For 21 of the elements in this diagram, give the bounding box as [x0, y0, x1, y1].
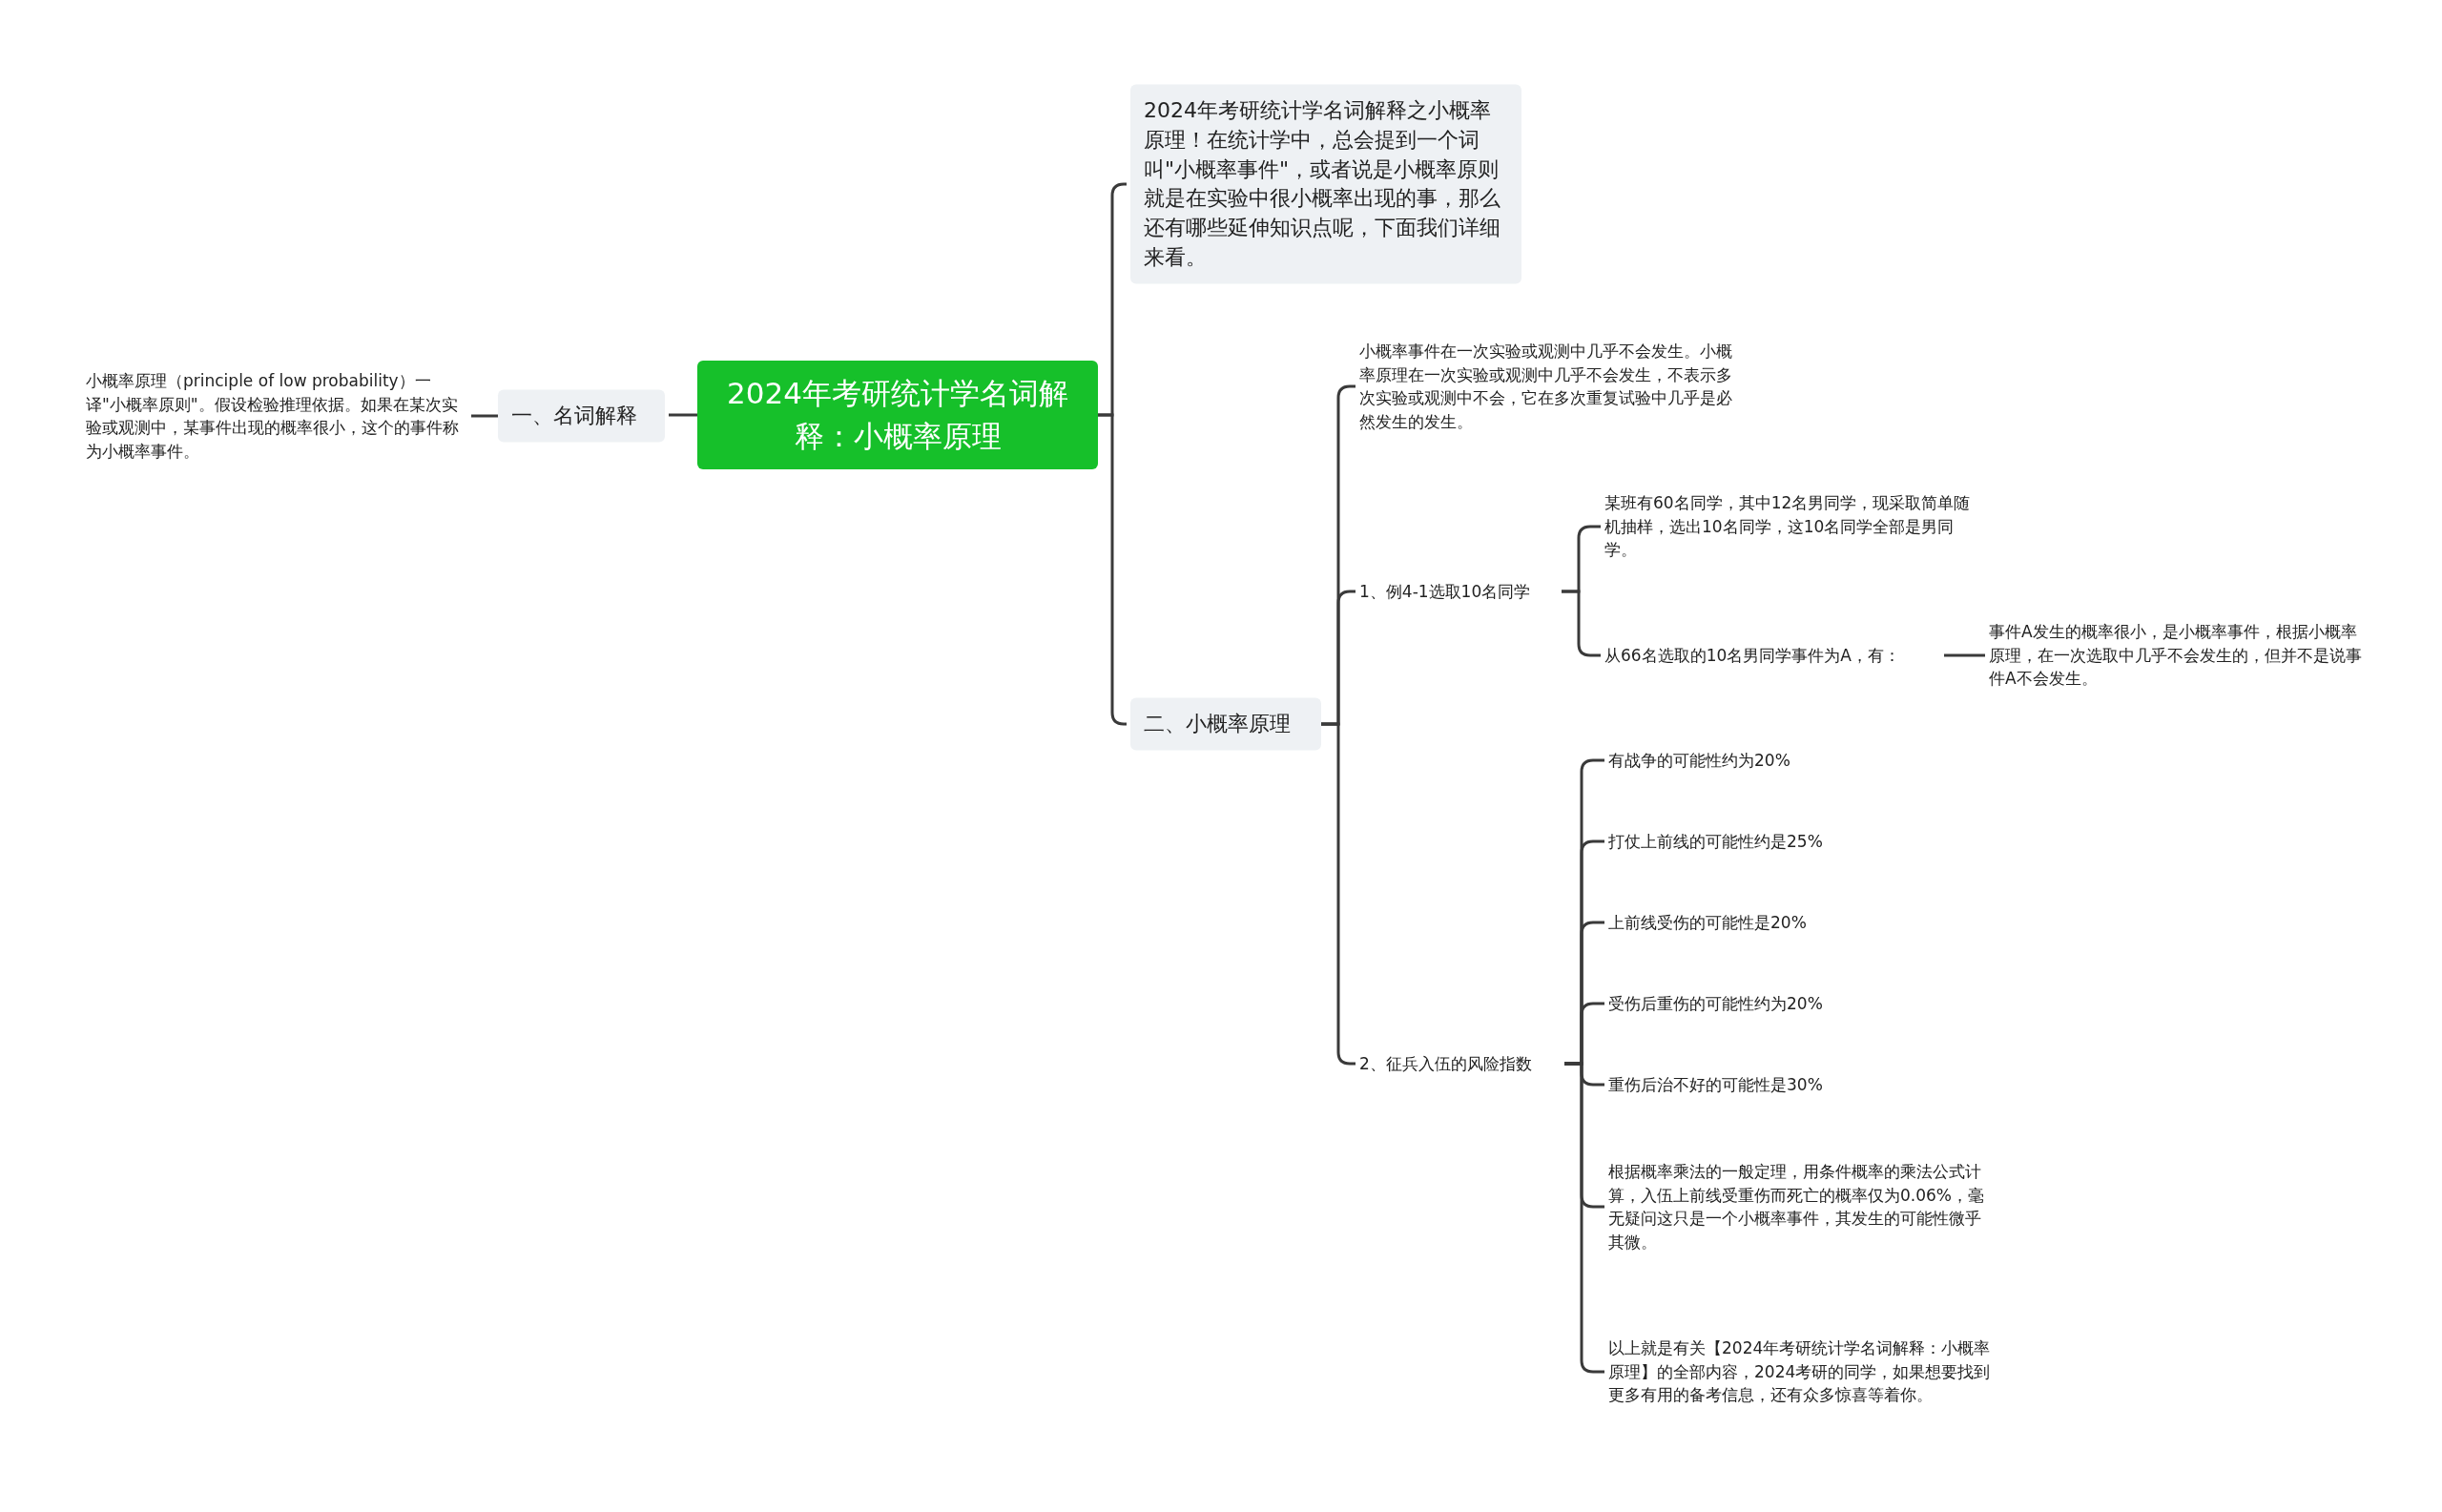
connector-line	[669, 413, 697, 417]
note-text: 重伤后治不好的可能性是30%	[1608, 1072, 1923, 1097]
central-topic: 2024年考研统计学名词解释：小概率原理	[697, 361, 1098, 469]
note-text: 从66名选取的10名男同学事件为A，有：	[1604, 643, 1944, 668]
topic-box: 一、名词解释	[498, 389, 665, 443]
connector-line	[1944, 653, 1985, 657]
note-text: 以上就是有关【2024年考研统计学名词解释：小概率原理】的全部内容，2024考研的同学，如果想要找到更多有用的备考信息，还有众多惊喜等着你。	[1608, 1336, 1995, 1407]
note-text: 打仗上前线的可能性约是25%	[1608, 829, 1923, 854]
note-text: 小概率事件在一次实验或观测中几乎不会发生。小概率原理在一次实验或观测中几乎不会发生，不表示多次实验或观测中不会，它在多次重复试验中几乎是必然发生的发生。	[1359, 339, 1741, 434]
topic-box: 二、小概率原理	[1130, 697, 1321, 751]
note-text: 上前线受伤的可能性是20%	[1608, 910, 1923, 935]
note-text: 2、征兵入伍的风险指数	[1359, 1051, 1564, 1076]
note-text: 根据概率乘法的一般定理，用条件概率的乘法公式计算，入伍上前线受重伤而死亡的概率仅为0.06%，毫无疑问这只是一个小概率事件，其发生的可能性微乎其微。	[1608, 1159, 1995, 1254]
note-text: 有战争的可能性约为20%	[1608, 748, 1923, 773]
note-text: 小概率原理（principle of low probability）一译"小概率原则"。假设检验推理依据。如果在某次实验或观测中，某事件出现的概率很小，这个的事件称为小概率事件。	[86, 368, 467, 464]
note-text: 1、例4-1选取10名同学	[1359, 579, 1562, 604]
note-text: 事件A发生的概率很小，是小概率事件，根据小概率原理，在一次选取中几乎不会发生的，但并不是说事件A不会发生。	[1989, 620, 2370, 691]
topic-box: 2024年考研统计学名词解释之小概率原理！在统计学中，总会提到一个词叫"小概率事件"，或者说是小概率原则就是在实验中很小概率出现的事，那么还有哪些延伸知识点呢，下面我们详细来看。	[1130, 84, 1521, 284]
note-text: 某班有60名同学，其中12名男同学，现采取简单随机抽样，选出10名同学，这10名同学全部是男同学。	[1604, 491, 1986, 562]
note-text: 受伤后重伤的可能性约为20%	[1608, 991, 1923, 1016]
connector-line	[471, 414, 498, 418]
